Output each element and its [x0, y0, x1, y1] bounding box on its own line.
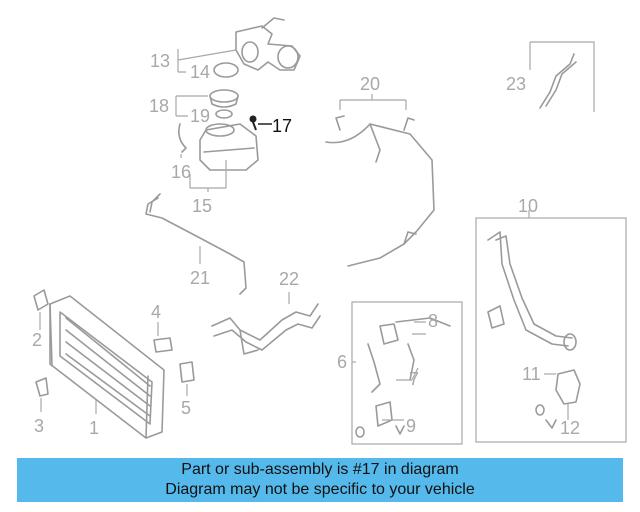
- callout-11[interactable]: 11: [522, 364, 541, 384]
- callout-22[interactable]: 22: [279, 269, 299, 289]
- coolant-pipe[interactable]: [145, 197, 247, 295]
- callout-23[interactable]: 23: [506, 74, 526, 94]
- callout-15[interactable]: 15: [192, 196, 212, 216]
- callout-4[interactable]: 4: [151, 302, 161, 322]
- callout-20[interactable]: 20: [360, 74, 380, 94]
- leader-18-19: [175, 95, 208, 117]
- hose-assembly[interactable]: [325, 115, 435, 267]
- callout-10[interactable]: 10: [518, 196, 538, 216]
- callout-17[interactable]: 17: [272, 116, 292, 136]
- leader-7: [396, 367, 419, 381]
- callout-3[interactable]: 3: [34, 416, 44, 436]
- callout-1[interactable]: 1: [89, 418, 99, 438]
- callout-9[interactable]: 9: [406, 416, 416, 436]
- gasket[interactable]: [213, 62, 239, 78]
- mount-5[interactable]: [179, 361, 195, 383]
- callout-5[interactable]: 5: [181, 398, 191, 418]
- banner-line-2: Diagram may not be specific to your vehi…: [165, 481, 475, 498]
- callout-2[interactable]: 2: [32, 330, 42, 350]
- callout-7[interactable]: 7: [409, 369, 419, 389]
- banner-line-1: Part or sub-assembly is #17 in diagram: [181, 461, 459, 478]
- callout-6[interactable]: 6: [337, 352, 347, 372]
- reservoir-cap[interactable]: [209, 89, 239, 119]
- hose-group-box: [351, 301, 463, 445]
- callout-16[interactable]: 16: [171, 162, 191, 182]
- leader-23: [529, 41, 595, 112]
- mount-4[interactable]: [153, 337, 173, 353]
- callout-13[interactable]: 13: [150, 51, 170, 71]
- hose-23b[interactable]: [545, 61, 577, 107]
- thermostat-housing[interactable]: [235, 17, 301, 71]
- hose-10[interactable]: [487, 231, 577, 351]
- callout-18[interactable]: 18: [149, 96, 169, 116]
- callout-19[interactable]: 19: [190, 106, 210, 126]
- coolant-pipe-end[interactable]: [149, 193, 161, 213]
- callout-21[interactable]: 21: [190, 268, 210, 288]
- hose-23[interactable]: [539, 53, 575, 109]
- callout-12[interactable]: 12: [560, 418, 580, 438]
- fitting-11-12[interactable]: [535, 369, 581, 429]
- leader-20: [339, 94, 407, 110]
- callout-8[interactable]: 8: [428, 311, 438, 331]
- bracket-2[interactable]: [33, 289, 49, 311]
- hose-10-box: [475, 217, 627, 443]
- leader-13-14: [177, 49, 237, 73]
- info-banner: Part or sub-assembly is #17 in diagram D…: [17, 458, 623, 502]
- small-hose[interactable]: [178, 123, 187, 153]
- callout-14[interactable]: 14: [190, 62, 210, 82]
- bracket-3[interactable]: [35, 377, 49, 397]
- expansion-tank[interactable]: [199, 123, 259, 171]
- leader-15: [189, 160, 227, 192]
- hose-group[interactable]: [355, 317, 451, 438]
- leader-8: [412, 321, 426, 335]
- pipe-22[interactable]: [211, 303, 321, 355]
- radiator[interactable]: [49, 295, 165, 439]
- bolt-17[interactable]: [249, 115, 273, 131]
